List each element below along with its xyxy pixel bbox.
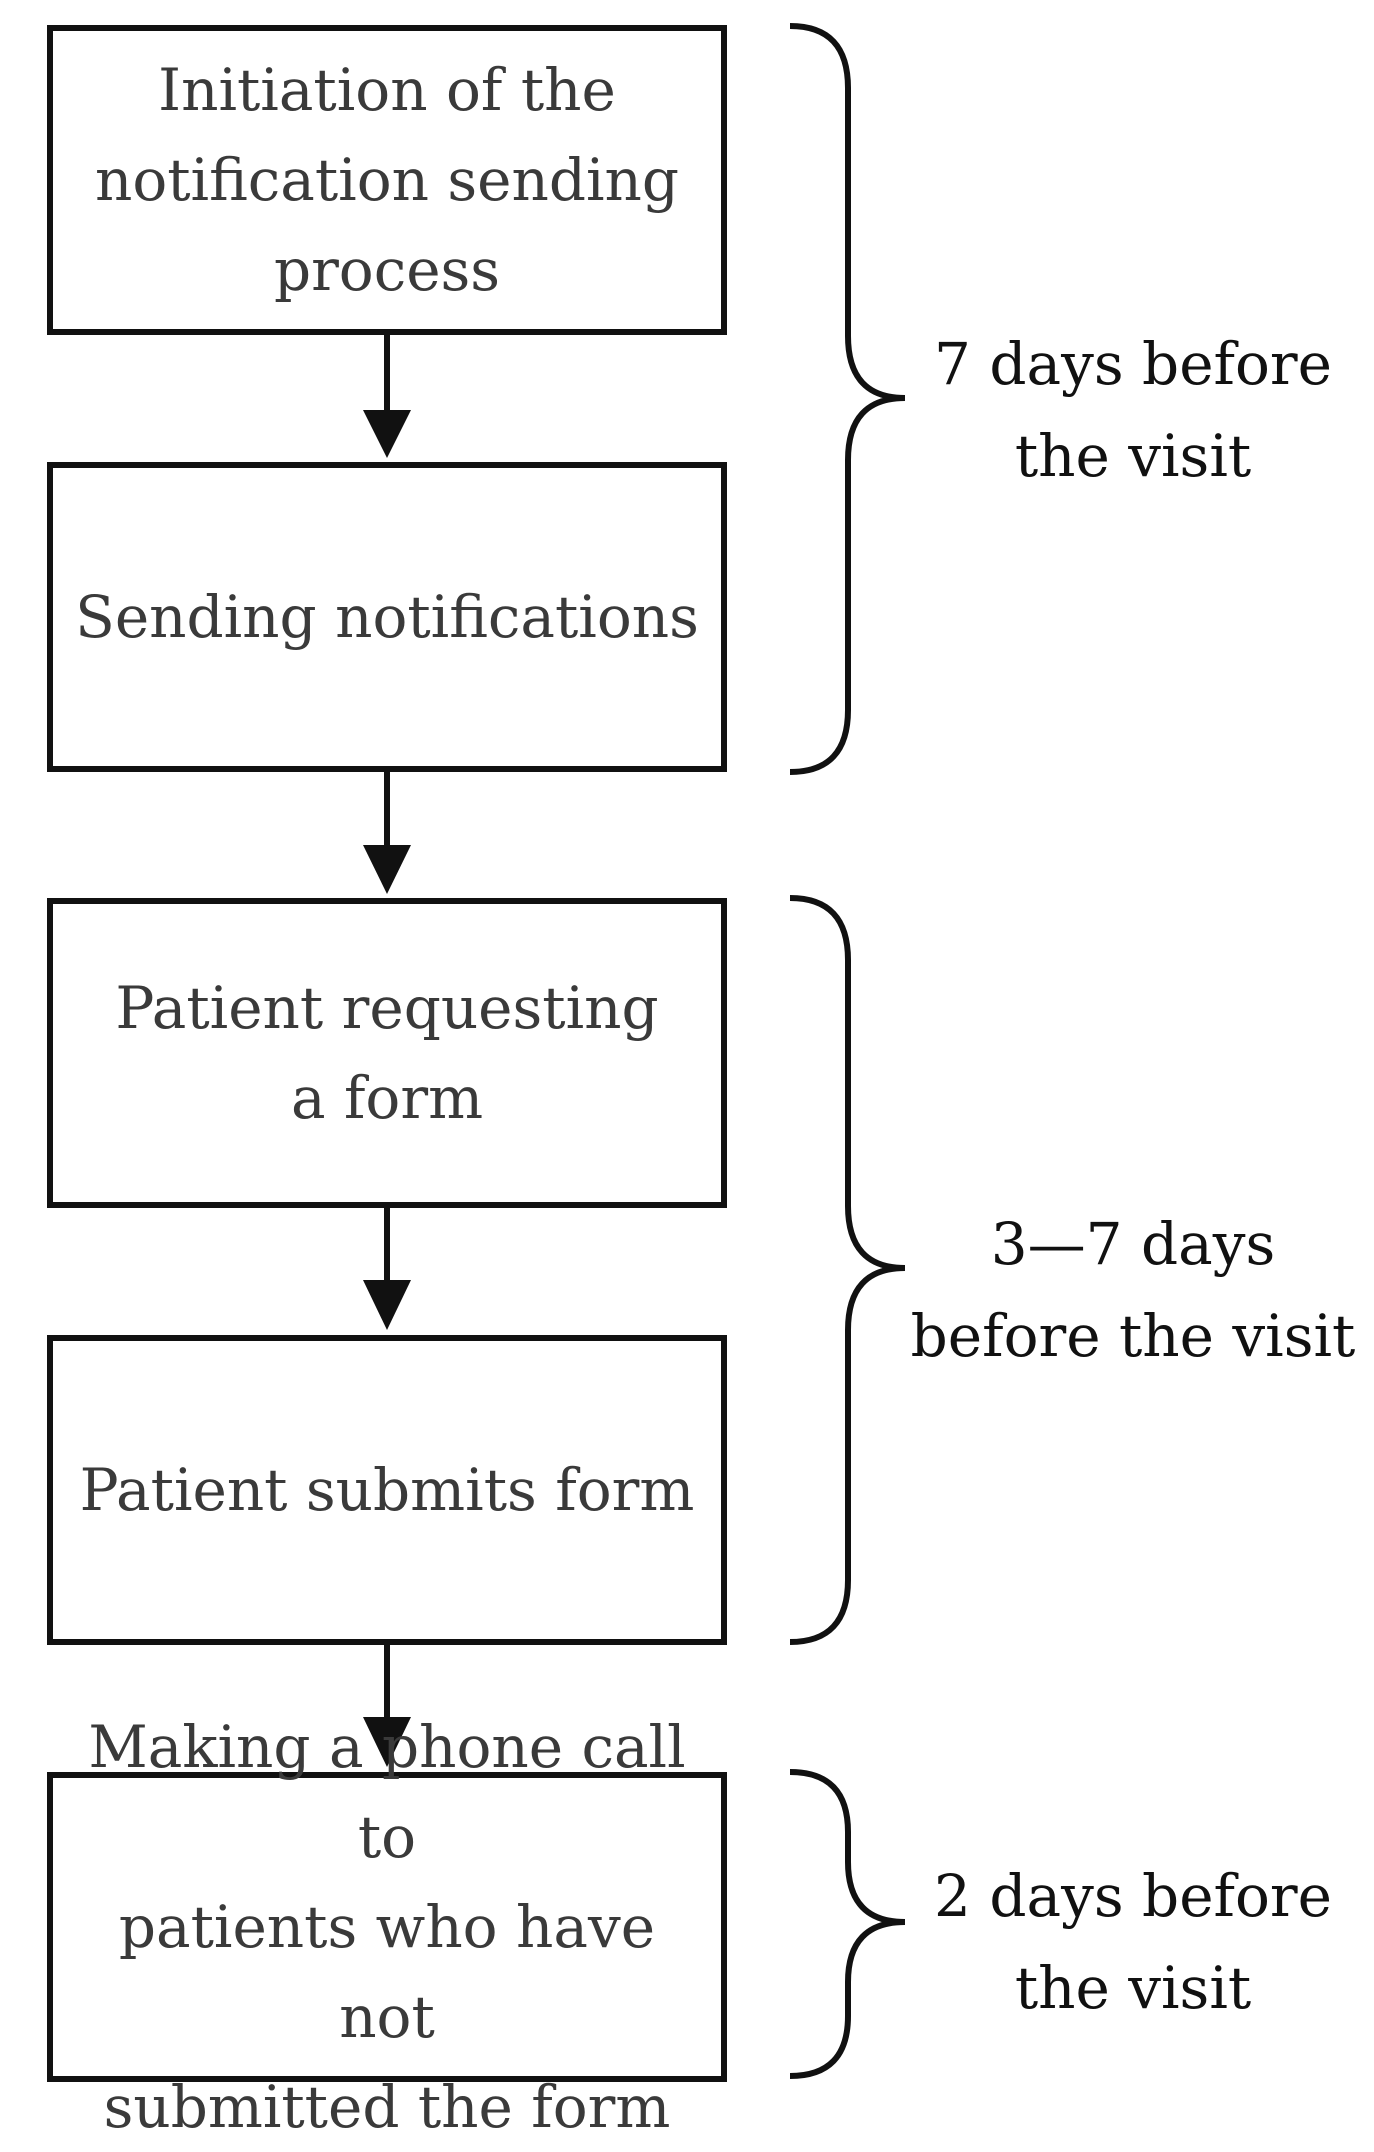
step-submits-label: Patient submits form [79,1456,695,1524]
step-requesting-box: Patient requesting a form [47,898,727,1208]
arrow-sending-to-requesting [363,772,411,894]
step-phone-call-label: Making a phone call to patients who have… [88,1713,686,2141]
period-three-seven-days-label: 3—7 days before the visit [910,1210,1356,1370]
brace-three-seven-days [789,895,906,1645]
step-submits-box: Patient submits form [47,1335,727,1645]
brace-two-days [789,1769,906,2079]
arrow-submits-to-phone-call [363,1645,411,1767]
brace-seven-days [789,23,906,775]
step-phone-call-box: Making a phone call to patients who have… [47,1713,727,2141]
step-sending-box: Sending notifications [47,462,727,772]
period-two-days-label: 2 days before the visit [934,1862,1332,2022]
arrow-initiation-to-sending [363,335,411,458]
step-requesting-label: Patient requesting a form [115,974,659,1132]
step-sending-label: Sending notifications [75,583,699,651]
step-initiation-label: Initiation of the notification sending p… [94,56,680,304]
arrow-requesting-to-submits [363,1208,411,1330]
period-seven-days-label: 7 days before the visit [934,330,1332,490]
step-initiation-box: Initiation of the notification sending p… [47,25,727,335]
